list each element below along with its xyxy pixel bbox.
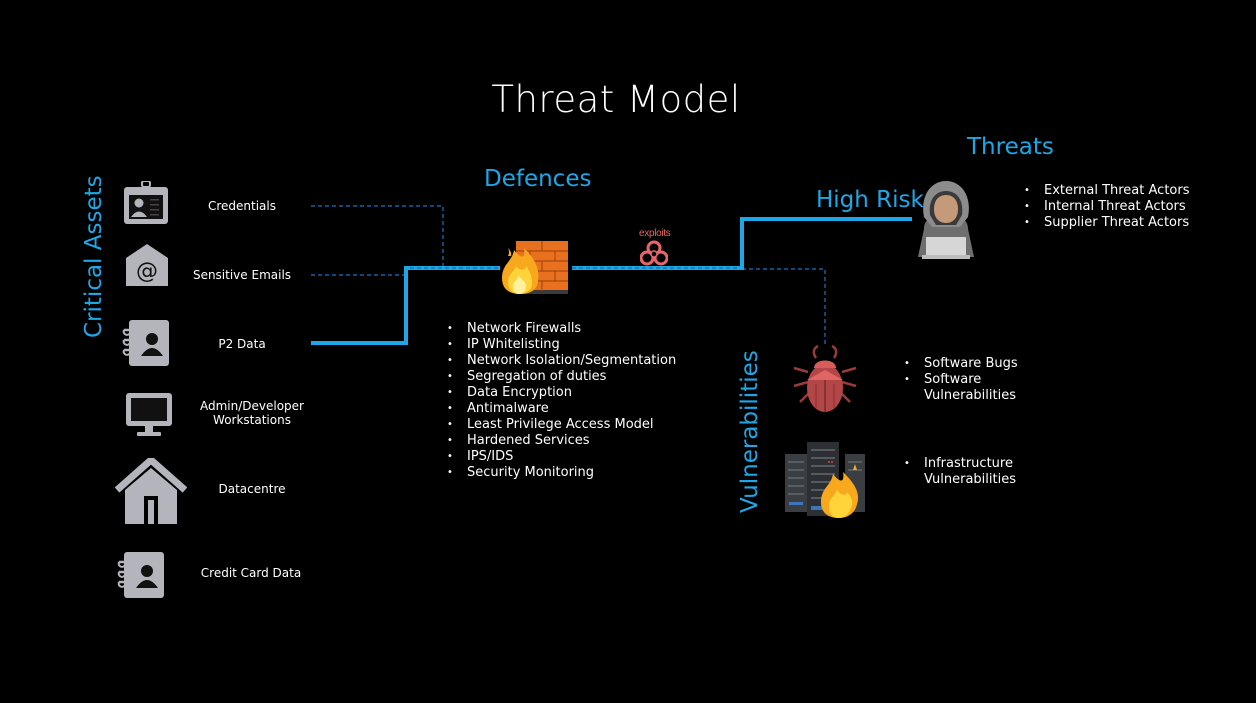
high-risk-label: High Risk	[816, 187, 924, 213]
threat-item: Supplier Threat Actors	[1024, 215, 1189, 231]
asset-label-datacentre: Datacentre	[218, 482, 286, 496]
dashed-connector-credentials	[311, 205, 444, 268]
threats-list: External Threat Actors Internal Threat A…	[1024, 183, 1189, 231]
vulnerability-item: Software Bugs	[904, 356, 1034, 372]
asset-label-p2-data: P2 Data	[218, 337, 266, 351]
defences-heading: Defences	[484, 166, 592, 192]
asset-label-credit-card-data: Credit Card Data	[200, 566, 302, 580]
risk-path-right	[572, 217, 912, 270]
hacker-icon	[910, 179, 982, 259]
asset-label-sensitive-emails: Sensitive Emails	[192, 268, 292, 282]
defence-item: IP Whitelisting	[447, 337, 676, 353]
vulnerabilities-heading: Vulnerabilities	[737, 350, 763, 513]
defence-item: Hardened Services	[447, 433, 676, 449]
svg-text:@: @	[136, 259, 158, 284]
firewall-icon	[500, 240, 570, 296]
threat-item: External Threat Actors	[1024, 183, 1189, 199]
monitor-icon	[126, 393, 174, 437]
defence-item: Least Privilege Access Model	[447, 417, 676, 433]
defence-item: Antimalware	[447, 401, 676, 417]
defence-item: Data Encryption	[447, 385, 676, 401]
id-badge-icon	[122, 181, 170, 225]
threats-heading: Threats	[967, 134, 1054, 160]
defences-list: Network Firewalls IP Whitelisting Networ…	[447, 321, 676, 481]
vulnerability-item: Infrastructure Vulnerabilities	[904, 456, 1034, 488]
biohazard-icon	[640, 240, 668, 266]
house-icon	[115, 458, 187, 524]
vulnerability-item: Software Vulnerabilities	[904, 372, 1034, 404]
bug-icon	[792, 344, 858, 414]
burning-servers-icon	[785, 440, 867, 520]
defence-item: IPS/IDS	[447, 449, 676, 465]
asset-label-workstations: Admin/Developer Workstations	[199, 399, 304, 427]
contact-book-icon	[122, 320, 170, 366]
defence-item: Network Firewalls	[447, 321, 676, 337]
email-at-icon: @	[126, 244, 168, 286]
vulnerabilities-list-infrastructure: Infrastructure Vulnerabilities	[904, 456, 1034, 488]
critical-assets-heading: Critical Assets	[81, 175, 107, 338]
asset-label-credentials: Credentials	[207, 199, 276, 213]
dashed-connector-vulnerabilities	[742, 268, 826, 345]
page-title: Threat Model	[491, 78, 741, 121]
threat-item: Internal Threat Actors	[1024, 199, 1189, 215]
defence-item: Security Monitoring	[447, 465, 676, 481]
defence-item: Network Isolation/Segmentation	[447, 353, 676, 369]
contact-book-icon	[117, 552, 165, 598]
vulnerabilities-list-software: Software Bugs Software Vulnerabilities	[904, 356, 1034, 404]
defence-item: Segregation of duties	[447, 369, 676, 385]
exploits-label: exploits	[639, 228, 671, 239]
